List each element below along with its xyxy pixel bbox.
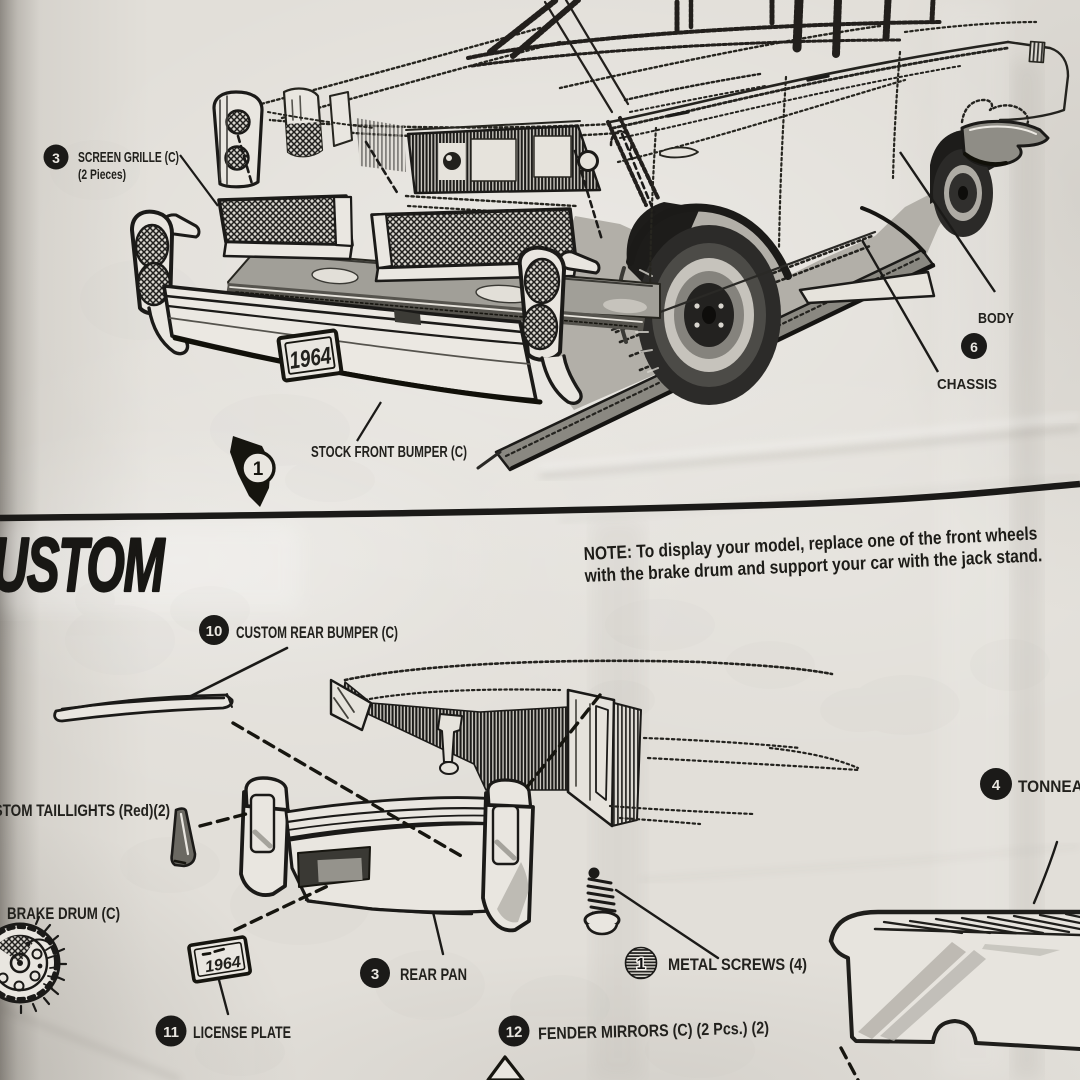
svg-text:1: 1: [637, 956, 646, 973]
svg-text:12: 12: [505, 1024, 522, 1041]
svg-text:BRAKE DRUM (C): BRAKE DRUM (C): [7, 904, 120, 923]
svg-text:LICENSE PLATE: LICENSE PLATE: [193, 1023, 291, 1042]
svg-text:3: 3: [371, 966, 379, 983]
svg-text:1964: 1964: [204, 954, 242, 976]
svg-text:1: 1: [253, 459, 264, 480]
svg-text:CUSTOM TAILLIGHTS (Red)(2): CUSTOM TAILLIGHTS (Red)(2): [0, 801, 170, 820]
svg-text:SCREEN GRILLE (C): SCREEN GRILLE (C): [78, 149, 179, 166]
svg-text:CUSTOM REAR BUMPER (C): CUSTOM REAR BUMPER (C): [236, 623, 398, 642]
svg-text:REAR PAN: REAR PAN: [400, 965, 467, 984]
svg-text:3: 3: [52, 150, 60, 166]
svg-text:6: 6: [970, 339, 978, 355]
svg-text:CUSTOM: CUSTOM: [0, 522, 166, 607]
svg-text:10: 10: [206, 623, 223, 640]
svg-text:CHASSIS: CHASSIS: [937, 376, 997, 393]
svg-text:STOCK FRONT BUMPER (C): STOCK FRONT BUMPER (C): [311, 444, 467, 461]
svg-text:4: 4: [992, 777, 1001, 794]
svg-text:1964: 1964: [288, 342, 333, 375]
svg-text:TONNEAU: TONNEAU: [1018, 777, 1080, 796]
svg-text:(2 Pieces): (2 Pieces): [78, 166, 126, 182]
svg-text:METAL SCREWS (4): METAL SCREWS (4): [668, 955, 807, 974]
svg-text:11: 11: [163, 1024, 179, 1041]
svg-text:BODY: BODY: [978, 310, 1014, 327]
